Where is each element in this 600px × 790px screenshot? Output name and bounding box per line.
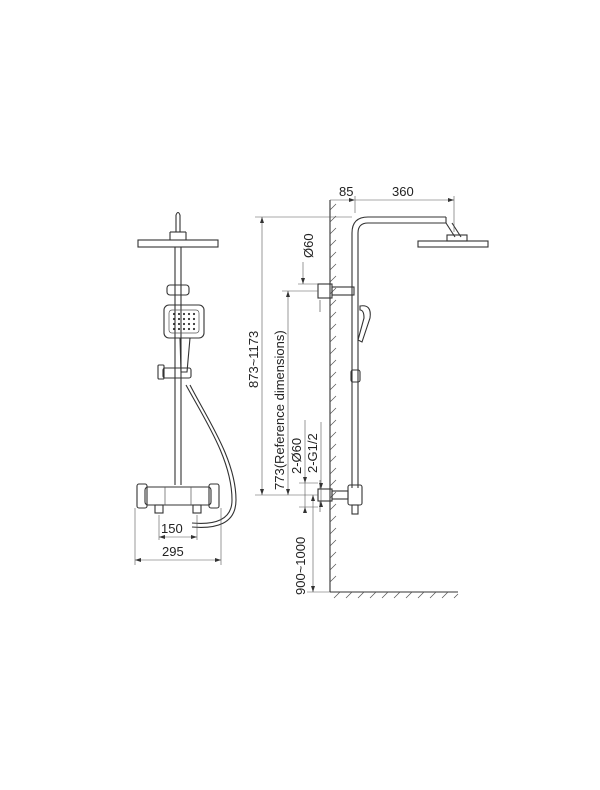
front-hand-shower <box>163 304 205 373</box>
valve-spacing-label: 150 <box>161 521 183 536</box>
dim-height-range: 873~1173 <box>246 216 352 496</box>
dim-top-arm: 360 <box>355 184 455 232</box>
dim-valve-spacing: 150 <box>158 515 198 540</box>
valve-width-label: 295 <box>162 544 184 559</box>
dim-head-diameter: Ø60 <box>298 233 318 285</box>
front-view: 150 295 <box>134 211 237 565</box>
inlet-diameter-label: 2-Ø60 <box>289 438 304 474</box>
dim-install-height: 900~1000 <box>293 495 330 595</box>
inlet-thread-label: 2-G1/2 <box>305 433 320 473</box>
front-slide-bracket <box>157 364 192 380</box>
top-offset-label: 85 <box>339 184 353 199</box>
install-height-label: 900~1000 <box>293 537 308 595</box>
front-mixer-valve <box>136 483 220 514</box>
side-overhead-shower <box>417 234 489 248</box>
top-arm-label: 360 <box>392 184 414 199</box>
front-hose <box>185 384 233 524</box>
dim-top-offset: 85 <box>330 184 356 213</box>
side-hand-shower <box>357 305 371 343</box>
head-diameter-label: Ø60 <box>301 233 316 258</box>
dim-inlet-diameter: 2-Ø60 <box>289 420 318 513</box>
side-riser-and-arm <box>351 216 462 488</box>
front-overhead-shower <box>137 211 219 248</box>
side-slide-bracket <box>350 369 361 383</box>
dim-inlet-thread: 2-G1/2 <box>305 422 323 507</box>
height-range-label: 873~1173 <box>246 331 261 388</box>
floor <box>330 591 459 599</box>
side-mixer-valve <box>317 480 363 515</box>
dim-reference-height: 773(Reference dimensions) <box>272 290 318 495</box>
dim-valve-width: 295 <box>134 508 222 565</box>
wall <box>329 200 337 592</box>
front-riser-pipe <box>166 247 190 485</box>
side-view: 85 360 Ø60 873~1173 <box>246 184 489 599</box>
reference-height-label: 773(Reference dimensions) <box>272 330 287 490</box>
